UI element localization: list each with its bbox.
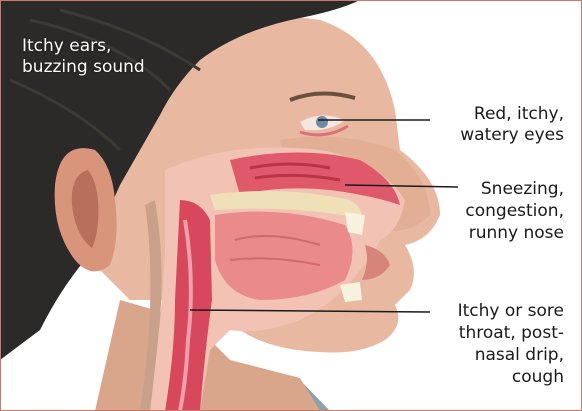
nose-label-line-3: runny nose bbox=[465, 222, 564, 244]
throat-label-line-4: cough bbox=[458, 366, 564, 388]
throat-symptom-label: Itchy or sore throat, post- nasal drip, … bbox=[458, 300, 564, 388]
ears-label-line-2: buzzing sound bbox=[22, 57, 145, 78]
upper-teeth bbox=[345, 212, 365, 235]
ears-label-line-1: Itchy ears, bbox=[22, 36, 145, 57]
throat-label-line-2: throat, post- bbox=[458, 322, 564, 344]
eyes-label-line-1: Red, itchy, bbox=[460, 104, 564, 125]
eyes-label-line-2: watery eyes bbox=[460, 125, 564, 146]
throat-label-line-1: Itchy or sore bbox=[458, 300, 564, 322]
eye-iris bbox=[316, 116, 328, 128]
eyes-symptom-label: Red, itchy, watery eyes bbox=[460, 104, 564, 146]
nose-symptom-label: Sneezing, congestion, runny nose bbox=[465, 178, 564, 244]
nose-label-line-1: Sneezing, bbox=[465, 178, 564, 200]
nose-label-line-2: congestion, bbox=[465, 200, 564, 222]
ears-symptom-label: Itchy ears, buzzing sound bbox=[22, 36, 145, 78]
throat-label-line-3: nasal drip, bbox=[458, 344, 564, 366]
